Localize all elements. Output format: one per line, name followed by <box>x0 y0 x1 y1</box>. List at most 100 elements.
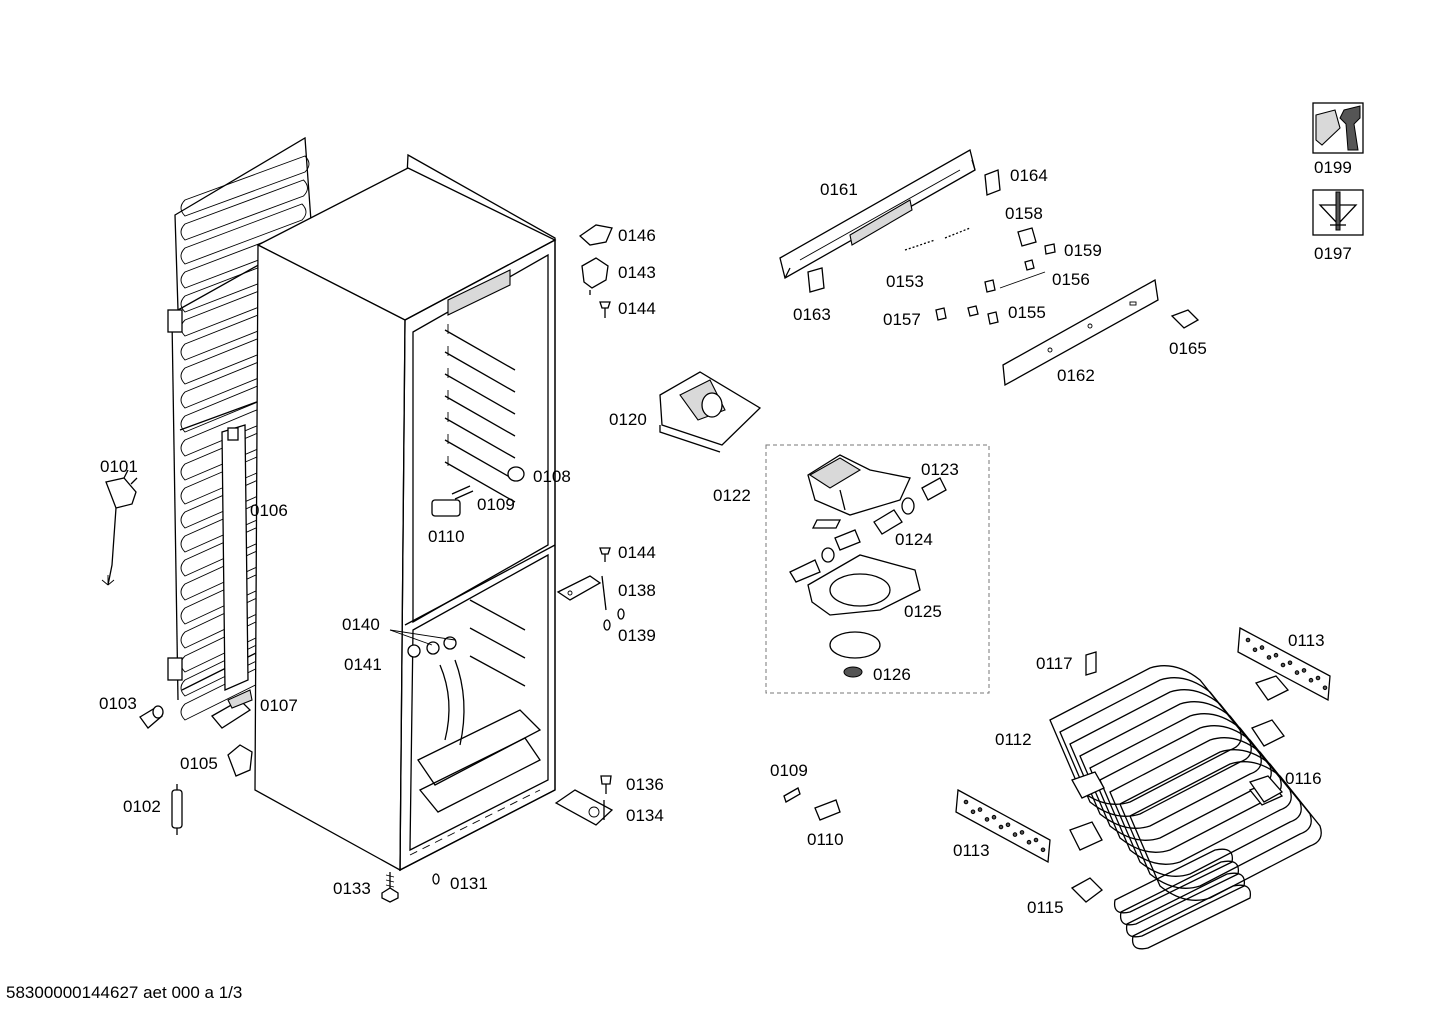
label-0108: 0108 <box>533 467 571 486</box>
label-0144a: 0144 <box>618 299 656 318</box>
label-0143: 0143 <box>618 263 656 282</box>
label-0199: 0199 <box>1314 158 1352 177</box>
foot-0133 <box>381 872 399 903</box>
power-cord-0101 <box>101 469 138 586</box>
gear-0126 <box>829 631 881 678</box>
strip-0162 <box>1002 278 1159 387</box>
dryer-0102 <box>171 784 183 835</box>
part-0155 <box>967 305 999 325</box>
label-0124: 0124 <box>895 530 933 549</box>
document-id: 58300000144627 aet 000 a 1/3 <box>6 983 242 1002</box>
label-0157: 0157 <box>883 310 921 329</box>
label-0117: 0117 <box>1036 654 1073 673</box>
label-0141: 0141 <box>344 655 382 674</box>
label-0115: 0115 <box>1027 898 1064 917</box>
fan-cover-0123 <box>807 454 911 516</box>
fan-housing-0120 <box>659 371 762 453</box>
label-0133: 0133 <box>333 879 371 898</box>
bracket-0107 <box>211 689 253 729</box>
label-0126: 0126 <box>873 665 911 684</box>
block-0105 <box>227 744 253 777</box>
label-0101: 0101 <box>100 457 138 476</box>
holder-0115 <box>1070 877 1103 903</box>
label-0105: 0105 <box>180 754 218 773</box>
label-0165: 0165 <box>1169 339 1207 358</box>
part-0157 <box>935 307 947 321</box>
screwdriver-icon <box>1312 189 1364 236</box>
screw-0144a <box>599 301 611 318</box>
screw-0144b <box>599 547 611 562</box>
clip-0117 <box>1085 651 1097 676</box>
label-0139: 0139 <box>618 626 656 645</box>
label-0159: 0159 <box>1064 241 1102 260</box>
connector-0165 <box>1170 309 1200 329</box>
label-0109b: 0109 <box>770 761 808 780</box>
label-0113a: 0113 <box>1288 631 1325 650</box>
tab-0163 <box>807 267 825 293</box>
control-module-0161 <box>779 149 976 279</box>
label-0138: 0138 <box>618 581 656 600</box>
label-0134: 0134 <box>626 806 664 825</box>
label-0112: 0112 <box>995 730 1032 749</box>
label-0136: 0136 <box>626 775 664 794</box>
label-0110a: 0110 <box>428 527 465 546</box>
heater-plate-0113b <box>955 788 1051 864</box>
tab-0164 <box>984 169 1001 196</box>
label-0164: 0164 <box>1010 166 1048 185</box>
hinge-0143 <box>581 257 609 295</box>
holder-0116 <box>1248 775 1284 803</box>
label-0103: 0103 <box>99 694 137 713</box>
label-0153: 0153 <box>886 272 924 291</box>
label-0155: 0155 <box>1008 303 1046 322</box>
label-0161: 0161 <box>820 180 858 199</box>
label-0107: 0107 <box>260 696 298 715</box>
label-0163: 0163 <box>793 305 831 324</box>
label-0140: 0140 <box>342 615 380 634</box>
label-0144b: 0144 <box>618 543 656 562</box>
lamp-holder-0124 <box>789 509 903 583</box>
label-0106: 0106 <box>250 501 288 520</box>
hinge-0134 <box>554 789 614 826</box>
label-0120: 0120 <box>609 410 647 429</box>
valves-0140-0141 <box>389 629 457 658</box>
label-0109a: 0109 <box>477 495 515 514</box>
label-0122: 0122 <box>713 486 751 505</box>
label-0146: 0146 <box>618 226 656 245</box>
part-0156 <box>984 259 1046 293</box>
lamp-cover-0110b <box>814 799 841 821</box>
label-0113b: 0113 <box>953 841 990 860</box>
washer-0131 <box>432 873 440 885</box>
part-labels: 0101 0106 0103 0107 0105 0102 0133 0131 … <box>99 158 1352 917</box>
plug-0108 <box>507 466 525 482</box>
evaporator-0112 <box>1049 665 1322 950</box>
label-0156: 0156 <box>1052 270 1090 289</box>
label-0162: 0162 <box>1057 366 1095 385</box>
washers-0139 <box>603 608 625 631</box>
cap-0103 <box>139 705 164 729</box>
label-0125: 0125 <box>904 602 942 621</box>
lamp-0109b <box>783 787 801 803</box>
cover-0146 <box>578 224 613 246</box>
duct-0106 <box>221 424 249 691</box>
cabinet <box>254 153 557 872</box>
part-0159 <box>1044 243 1056 255</box>
label-0197: 0197 <box>1314 244 1352 263</box>
label-0131: 0131 <box>450 874 488 893</box>
springs-0153 <box>904 227 971 251</box>
hinge-0138 <box>556 575 607 611</box>
label-0123: 0123 <box>921 460 959 479</box>
switch-0158 <box>1017 227 1037 247</box>
label-0110b: 0110 <box>807 830 844 849</box>
label-0102: 0102 <box>123 797 161 816</box>
wrench-icon <box>1312 102 1364 154</box>
socket-0123 <box>901 477 947 515</box>
lamp-0109 <box>451 485 474 500</box>
reflector-0125 <box>807 554 921 616</box>
label-0158: 0158 <box>1005 204 1043 223</box>
label-0116: 0116 <box>1285 769 1322 788</box>
lamp-cover-0110 <box>431 499 461 517</box>
assembly-box-0122 <box>765 444 990 694</box>
screw-0136 <box>600 775 612 794</box>
heater-plate-0113a <box>1237 626 1331 702</box>
